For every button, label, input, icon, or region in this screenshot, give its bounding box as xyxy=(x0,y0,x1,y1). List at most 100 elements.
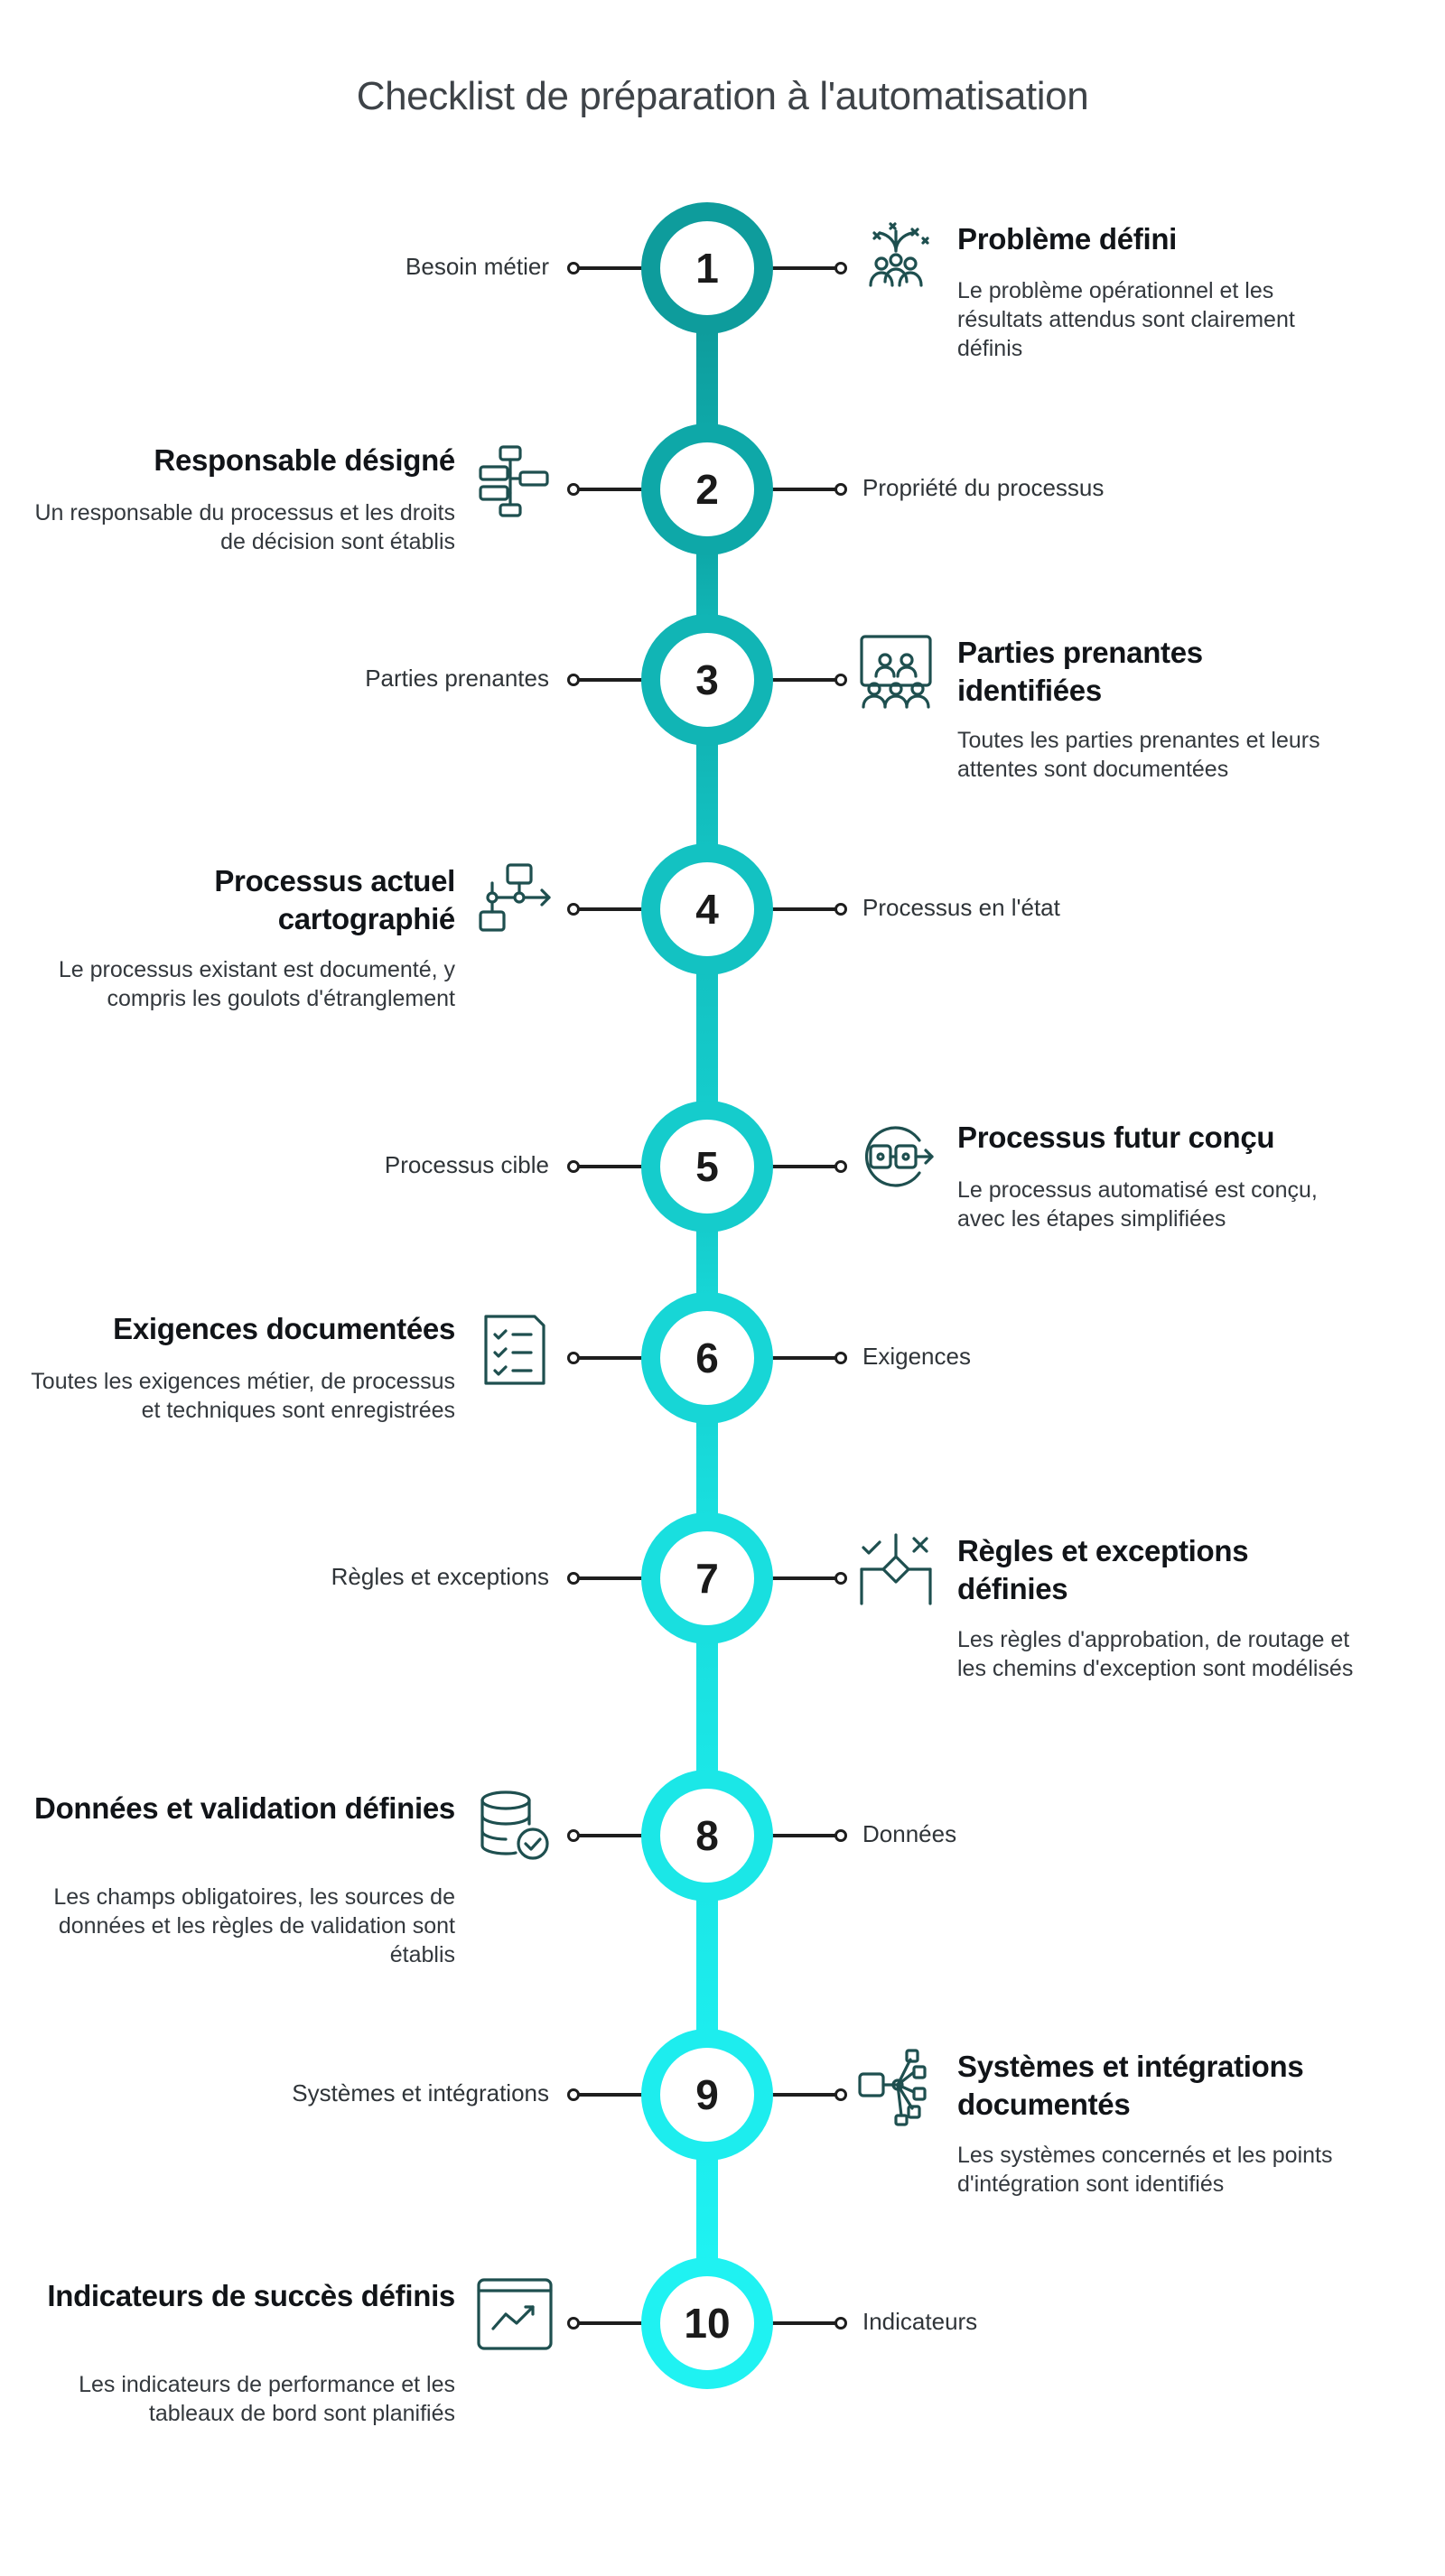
problem-team-icon xyxy=(854,217,937,300)
step-number: 5 xyxy=(695,1143,719,1190)
connector-dot xyxy=(567,903,580,916)
connector-dot xyxy=(567,1572,580,1585)
step-description: Les règles d'approbation, de routage et … xyxy=(957,1627,1354,1681)
connector-dot xyxy=(834,2317,847,2330)
step-number: 6 xyxy=(695,1334,719,1381)
timeline-segment xyxy=(696,1420,718,1516)
step-node: 4 xyxy=(641,843,773,975)
step-node: 7 xyxy=(641,1512,773,1644)
process-map-icon xyxy=(473,858,556,941)
step-node: 5 xyxy=(641,1101,773,1232)
step-number: 3 xyxy=(695,656,719,703)
connector-right xyxy=(769,2093,840,2097)
step-short-label: Règles et exceptions xyxy=(331,1563,549,1590)
step-heading: Indicateurs de succès définis xyxy=(47,2279,455,2312)
connector-dot xyxy=(834,1829,847,1842)
timeline-segment xyxy=(696,2157,718,2261)
step-number: 9 xyxy=(695,2071,719,2118)
timeline-segment xyxy=(696,742,718,847)
step-heading: Responsable désigné xyxy=(154,443,455,477)
step-heading: Exigences documentées xyxy=(113,1312,455,1345)
step-short-label: Processus en l'état xyxy=(862,894,1060,921)
connector-right xyxy=(769,1165,840,1168)
target-process-icon xyxy=(854,1115,937,1198)
step-number: 8 xyxy=(695,1812,719,1859)
step-heading: Processus actuel cartographié xyxy=(214,864,455,935)
connector-dot xyxy=(567,483,580,496)
step-heading: Parties prenantes identifiées xyxy=(957,636,1203,707)
connector-right xyxy=(769,678,840,682)
step-number: 7 xyxy=(695,1555,719,1602)
stakeholders-board-icon xyxy=(854,629,937,712)
step-short-label: Propriété du processus xyxy=(862,474,1105,501)
timeline-segment xyxy=(696,1229,718,1296)
connector-dot xyxy=(834,262,847,274)
step-node: 3 xyxy=(641,614,773,746)
step-short-label: Exigences xyxy=(862,1343,971,1370)
connector-left xyxy=(574,488,646,491)
timeline-segment xyxy=(696,972,718,1104)
step-short-label: Données xyxy=(862,1820,957,1847)
timeline-segment xyxy=(696,330,718,427)
connector-dot xyxy=(834,674,847,686)
step-heading: Données et validation définies xyxy=(34,1791,455,1825)
process-owner-flow-icon xyxy=(473,438,556,521)
connector-left xyxy=(574,2321,646,2325)
connector-dot xyxy=(567,2088,580,2101)
step-node: 9 xyxy=(641,2029,773,2161)
connector-dot xyxy=(567,1352,580,1364)
step-description: Les systèmes concernés et les points d'i… xyxy=(957,2143,1333,2197)
connector-right xyxy=(769,488,840,491)
timeline-segment xyxy=(696,552,718,618)
step-description: Les champs obligatoires, les sources de … xyxy=(53,1884,455,1967)
step-heading: Règles et exceptions définies xyxy=(957,1534,1249,1605)
connector-dot xyxy=(834,903,847,916)
step-description: Le processus automatisé est conçu, avec … xyxy=(957,1177,1318,1232)
step-short-label: Systèmes et intégrations xyxy=(292,2079,549,2106)
step-heading: Processus futur conçu xyxy=(957,1121,1275,1154)
connector-left xyxy=(574,266,646,270)
step-short-label: Processus cible xyxy=(384,1151,549,1178)
connector-right xyxy=(769,907,840,911)
connector-dot xyxy=(834,1572,847,1585)
connector-left xyxy=(574,1356,646,1360)
connector-left xyxy=(574,2093,646,2097)
step-number: 4 xyxy=(695,886,719,933)
connector-right xyxy=(769,1576,840,1580)
checklist-document-icon xyxy=(473,1307,556,1390)
connector-dot xyxy=(567,262,580,274)
step-node: 8 xyxy=(641,1770,773,1902)
step-number: 2 xyxy=(695,466,719,513)
trend-chart-icon xyxy=(473,2273,556,2356)
step-short-label: Parties prenantes xyxy=(365,665,549,692)
step-description: Le problème opérationnel et les résultat… xyxy=(957,278,1295,361)
step-description: Toutes les exigences métier, de processu… xyxy=(31,1369,455,1423)
step-heading: Systèmes et intégrations documentés xyxy=(957,2050,1304,2121)
decision-rules-icon xyxy=(854,1528,937,1611)
step-description: Toutes les parties prenantes et leurs at… xyxy=(957,728,1320,782)
step-short-label: Besoin métier xyxy=(406,253,549,280)
step-number: 10 xyxy=(684,2300,731,2347)
connector-left xyxy=(574,1165,646,1168)
connector-dot xyxy=(834,2088,847,2101)
step-heading: Problème défini xyxy=(957,222,1178,256)
connector-right xyxy=(769,2321,840,2325)
integration-network-icon xyxy=(854,2043,937,2126)
step-node: 1 xyxy=(641,202,773,334)
timeline-segment xyxy=(696,1898,718,2032)
connector-left xyxy=(574,907,646,911)
connector-right xyxy=(769,1356,840,1360)
step-description: Un responsable du processus et les droit… xyxy=(34,500,455,554)
step-description: Le processus existant est documenté, y c… xyxy=(58,957,455,1011)
connector-dot xyxy=(567,1160,580,1173)
step-node: 2 xyxy=(641,423,773,555)
connector-dot xyxy=(567,2317,580,2330)
step-number: 1 xyxy=(695,245,719,292)
connector-dot xyxy=(834,1352,847,1364)
step-description: Les indicateurs de performance et les ta… xyxy=(79,2372,455,2426)
connector-left xyxy=(574,1576,646,1580)
step-node: 10 xyxy=(641,2257,773,2389)
step-node: 6 xyxy=(641,1292,773,1424)
timeline-segment xyxy=(696,1641,718,1773)
database-check-icon xyxy=(473,1784,556,1867)
